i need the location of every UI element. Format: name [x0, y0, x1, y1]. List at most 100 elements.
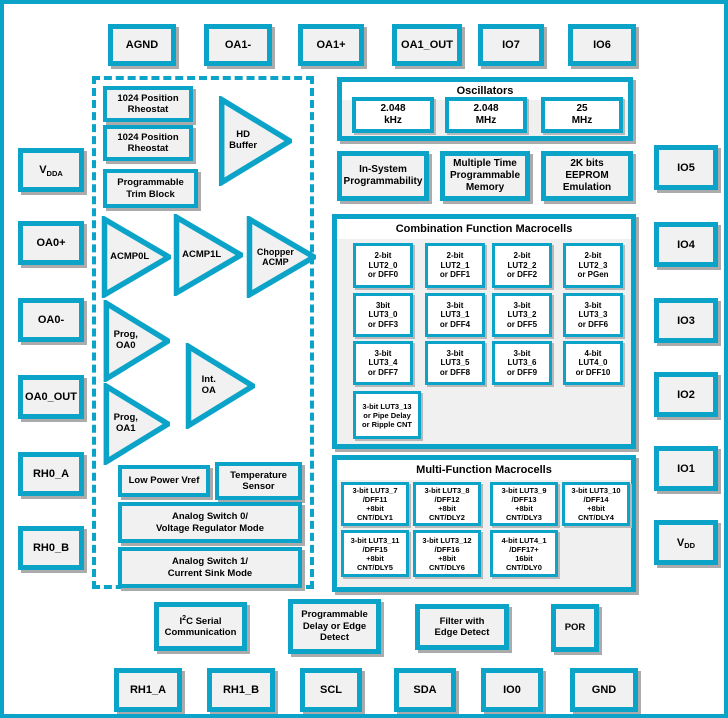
oscillators-title: Oscillators: [342, 82, 628, 100]
macrocell-lut3-12: 3-bit LUT3_12 /DFF16 +8bit CNT/DLY6: [413, 530, 481, 577]
pin-label: IO4: [677, 238, 695, 251]
i2c-label-line2: Communication: [164, 627, 237, 639]
oscillators-section: Oscillators 2.048 kHz 2.048 MHz 25 MHz: [337, 77, 633, 141]
pin-scl: SCL: [300, 668, 362, 712]
block-osc-2048khz: 2.048 kHz: [352, 97, 434, 133]
macrocell-lut3-8: 3-bit LUT3_8 /DFF12 +8bit CNT/DLY2: [413, 482, 481, 526]
i2c-label-post: C Serial: [186, 615, 222, 627]
multi-function-macrocells-title: Multi-Function Macrocells: [337, 460, 631, 480]
triangle-label: Prog, OA0: [113, 329, 138, 351]
pin-label: RH1_B: [222, 684, 260, 696]
i2c-label-pre: I: [179, 615, 183, 627]
pin-label: IO1: [677, 462, 695, 475]
pin-label: IO0: [503, 684, 521, 696]
triangle-shape: [103, 300, 170, 382]
pin-io1: IO1: [654, 446, 718, 491]
triangle-shape: [185, 343, 255, 429]
block-int-oa: Int. OA: [185, 343, 255, 429]
macrocell-lut2-0: 2-bit LUT2_0 or DFF0: [353, 243, 413, 288]
pin-label: IO6: [593, 39, 611, 51]
triangle-shape: [246, 216, 316, 298]
macrocell-lut3-10: 3-bit LUT3_10 /DFF14 +8bit CNT/DLY4: [562, 482, 630, 526]
block-prog-oa0: Prog, OA0: [103, 300, 170, 382]
pin-gnd: GND: [570, 668, 638, 712]
block-analog-switch-0: Analog Switch 0/ Voltage Regulator Mode: [118, 502, 302, 543]
macrocell-lut3-7: 3-bit LUT3_7 /DFF11 +8bit CNT/DLY1: [341, 482, 409, 526]
block-acmp1l: ACMP1L: [173, 214, 243, 296]
triangle-label: ACMP0L: [110, 250, 150, 262]
combination-macrocells-title: Combination Function Macrocells: [337, 219, 631, 239]
pin-label-subscript: DDA: [46, 168, 63, 178]
multi-function-macrocells-section: Multi-Function Macrocells 3-bit LUT3_7 /…: [332, 455, 636, 592]
block-eeprom-emulation: 2K bits EEPROM Emulation: [541, 151, 633, 201]
block-in-system-programmability: In-System Programmability: [337, 151, 429, 201]
macrocell-lut3-3: 3-bit LUT3_3 or DFF6: [563, 293, 623, 337]
pin-io3: IO3: [654, 298, 718, 343]
pin-agnd: AGND: [108, 24, 176, 66]
macrocell-lut3-6: 3-bit LUT3_6 or DFF9: [492, 341, 552, 385]
pin-oa0-plus: OA0+: [18, 221, 84, 265]
pin-oa1-out: OA1_OUT: [392, 24, 462, 66]
combination-macrocells-section: Combination Function Macrocells 2-bit LU…: [332, 214, 636, 449]
block-rheostat-1: 1024 Position Rheostat: [103, 86, 193, 122]
pin-label: V: [676, 536, 685, 549]
block-temperature-sensor: Temperature Sensor: [215, 462, 302, 500]
block-osc-25mhz: 25 MHz: [541, 97, 623, 133]
pin-label: GND: [591, 684, 617, 696]
pin-oa1-plus: OA1+: [298, 24, 364, 66]
pin-label: OA1+: [316, 39, 346, 51]
block-programmable-delay: Programmable Delay or Edge Detect: [288, 599, 381, 654]
macrocell-lut3-4: 3-bit LUT3_4 or DFF7: [353, 341, 413, 385]
pin-label: IO3: [677, 314, 695, 327]
block-low-power-vref: Low Power Vref: [118, 465, 210, 497]
block-programmable-trim: Programmable Trim Block: [103, 169, 198, 208]
pin-rh1-b: RH1_B: [207, 668, 275, 712]
triangle-label: Prog, OA1: [113, 412, 138, 434]
macrocell-lut3-2: 3-bit LUT3_2 or DFF5: [492, 293, 552, 337]
triangle-label: HD Buffer: [229, 129, 258, 151]
macrocell-lut2-3: 2-bit LUT2_3 or PGen: [563, 243, 623, 288]
pin-label: RH0_A: [32, 468, 70, 480]
triangle-shape: [103, 383, 170, 465]
pin-label: V: [39, 164, 47, 176]
pin-label: OA1_OUT: [401, 39, 453, 51]
macrocell-lut3-1: 3-bit LUT3_1 or DFF4: [425, 293, 485, 337]
pin-label: SDA: [413, 684, 437, 696]
pin-io5: IO5: [654, 145, 718, 190]
macrocell-lut3-11: 3-bit LUT3_11 /DFF15 +8bit CNT/DLY5: [341, 530, 409, 577]
macrocell-lut4-1: 4-bit LUT4_1 /DFF17+ 16bit CNT/DLY0: [490, 530, 558, 577]
pin-label-subscript: DD: [684, 541, 696, 550]
pin-rh0-b: RH0_B: [18, 526, 84, 570]
pin-label: RH1_A: [129, 684, 167, 696]
pin-sda: SDA: [394, 668, 456, 712]
block-acmp0l: ACMP0L: [101, 216, 171, 298]
block-por: POR: [551, 604, 599, 652]
block-mtp-memory: Multiple Time Programmable Memory: [440, 151, 530, 201]
triangle-shape: [218, 96, 292, 186]
triangle-shape: [173, 214, 243, 296]
pin-io2: IO2: [654, 372, 718, 417]
pin-label: IO2: [677, 388, 695, 401]
macrocell-lut3-0: 3bit LUT3_0 or DFF3: [353, 293, 413, 337]
pin-label: SCL: [320, 684, 342, 696]
pin-rh1-a: RH1_A: [114, 668, 182, 712]
pin-oa1-minus: OA1-: [204, 24, 272, 66]
pin-io4: IO4: [654, 222, 718, 267]
triangle-label: Int. OA: [201, 374, 216, 396]
macrocell-lut2-2: 2-bit LUT2_2 or DFF2: [492, 243, 552, 288]
pin-io0: IO0: [481, 668, 543, 712]
triangle-shape: [101, 216, 171, 298]
pin-label: OA0+: [36, 237, 66, 249]
block-prog-oa1: Prog, OA1: [103, 383, 170, 465]
block-osc-2048mhz: 2.048 MHz: [445, 97, 527, 133]
triangle-label: Chopper ACMP: [256, 246, 294, 267]
pin-oa0-out: OA0_OUT: [18, 375, 84, 419]
block-filter-edge-detect: Filter with Edge Detect: [415, 604, 509, 650]
macrocell-lut3-9: 3-bit LUT3_9 /DFF13 +8bit CNT/DLY3: [490, 482, 558, 526]
macrocell-lut3-13: 3-bit LUT3_13 or Pipe Delay or Ripple CN…: [353, 391, 421, 439]
